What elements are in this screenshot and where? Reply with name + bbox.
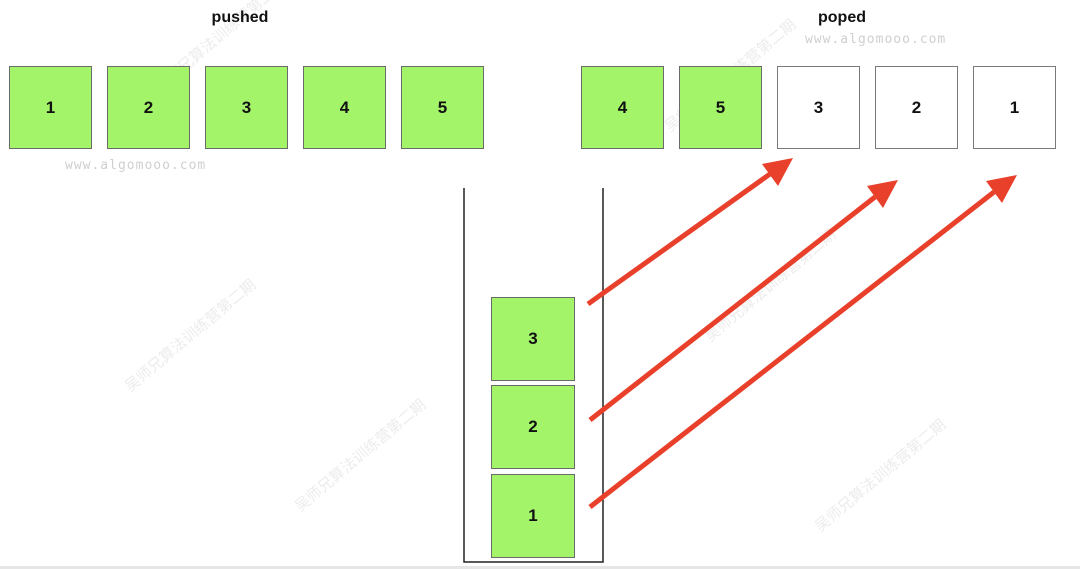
pushed-box: 3 [205, 66, 288, 149]
watermark-url: www.algomooo.com [65, 158, 207, 173]
stack-box: 3 [491, 297, 575, 381]
stack-container [463, 188, 604, 563]
arrow-1 [588, 190, 996, 509]
pushed-box: 1 [9, 66, 92, 149]
poped-title: poped [818, 9, 866, 26]
arrow-1-head [986, 175, 1017, 203]
pushed-box: 5 [401, 66, 484, 149]
poped-box: 5 [679, 66, 762, 149]
poped-box: 2 [875, 66, 958, 149]
stack-box: 2 [491, 385, 575, 469]
pushed-box: 2 [107, 66, 190, 149]
stack-box: 1 [491, 474, 575, 558]
arrow-3 [586, 171, 772, 307]
arrow-2-head [867, 180, 898, 208]
arrow-2 [588, 195, 877, 422]
watermark-url: www.algomooo.com [805, 32, 947, 47]
pushed-title: pushed [211, 9, 269, 26]
arrow-3-head [762, 158, 793, 186]
poped-box: 3 [777, 66, 860, 149]
poped-box: 4 [581, 66, 664, 149]
bottom-divider [0, 566, 1080, 569]
poped-box: 1 [973, 66, 1056, 149]
pushed-box: 4 [303, 66, 386, 149]
